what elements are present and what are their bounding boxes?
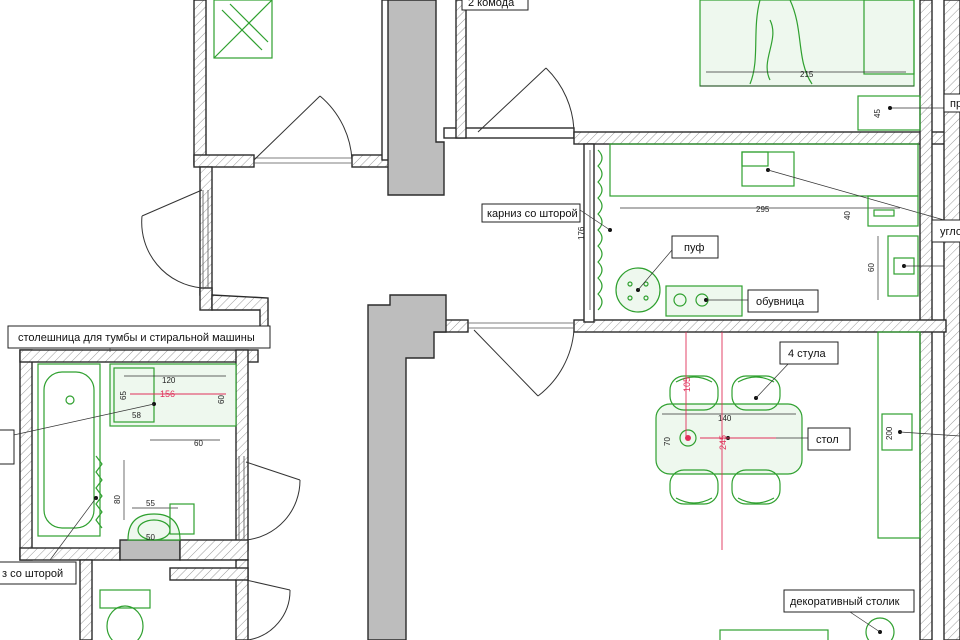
pouf-label-text: пуф: [684, 242, 704, 254]
doors: [141, 67, 575, 640]
bathtub: [37, 363, 103, 561]
right-pr-label: пр: [943, 93, 960, 113]
dim-60b: 60: [217, 395, 226, 404]
right-pr-label-text: пр: [950, 98, 960, 110]
deco-table: [719, 611, 895, 640]
openings: [202, 157, 574, 540]
chairs-label: 4 стула: [779, 341, 839, 365]
red-dim-105: 105: [682, 377, 692, 392]
central-column-top: [387, 0, 445, 196]
curtain-rod-label-text: карниз со шторой: [487, 208, 578, 220]
dim-58: 58: [132, 411, 141, 420]
table-label: стол: [807, 427, 851, 451]
bath-curtain-label: з со шторой: [0, 561, 77, 585]
dim-60a: 60: [867, 263, 876, 272]
shoe-rack-label-text: обувница: [756, 296, 805, 308]
dim-50: 50: [146, 533, 155, 542]
dim-70: 70: [663, 437, 672, 446]
right-corner-label-text: угло: [940, 226, 960, 238]
bath-curtain-label-text: з со шторой: [2, 568, 63, 580]
dim-295: 295: [756, 205, 770, 214]
pouf: [615, 249, 673, 313]
red-dim-156: 156: [160, 389, 175, 399]
red-dimensions: 105 245: [682, 332, 776, 550]
bed: 215: [699, 0, 915, 87]
hall-cabinet: [609, 143, 945, 221]
dim-45: 45: [873, 109, 882, 118]
dim-55: 55: [146, 499, 155, 508]
dim-120: 120: [162, 376, 176, 385]
chairs: [669, 361, 791, 505]
central-column-bottom: [367, 294, 447, 640]
right-corner-label: угло: [931, 219, 960, 243]
walls: [19, 0, 960, 640]
sideboard: 200: [877, 331, 960, 539]
red-dim-245: 245: [718, 435, 728, 450]
shoe-rack-label: обувница: [747, 289, 819, 313]
commode-label-text: 2 комода: [468, 0, 515, 9]
bathroom-dims: 60 80 55: [113, 439, 220, 520]
dim-140: 140: [718, 414, 732, 423]
table-label-text: стол: [816, 434, 839, 446]
left-edge-box: [0, 429, 15, 465]
dim-40: 40: [843, 211, 852, 220]
deco-table-label-text: декоративный столик: [790, 596, 900, 608]
dim-80: 80: [113, 495, 122, 504]
curtain-rod-label: карниз со шторой: [481, 203, 581, 223]
sink: 50: [127, 503, 195, 542]
wardrobe-top-left: [213, 0, 273, 59]
dim-200: 200: [885, 426, 894, 440]
dining-table: 140 70: [655, 403, 808, 475]
pouf-label: пуф: [671, 235, 719, 259]
dim-60c: 60: [194, 439, 203, 448]
hall-dims: 295 176 40 60: [577, 150, 900, 310]
nightstand: 45: [857, 95, 944, 131]
countertop-label-text: столешница для тумбы и стиральной машины: [18, 332, 255, 344]
toilet: [99, 589, 151, 640]
bathroom-countertop-label: столешница для тумбы и стиральной машины: [7, 325, 271, 352]
small-shelf-right: [867, 195, 944, 297]
chairs-label-text: 4 стула: [788, 348, 827, 360]
commode-label: 2 комода: [461, 0, 529, 11]
countertop: 120 65 58 60 156: [0, 363, 237, 439]
dim-215: 215: [800, 70, 814, 79]
shoe-rack: [665, 285, 748, 317]
dim-65: 65: [119, 391, 128, 400]
dim-176: 176: [577, 226, 586, 240]
curtain: [579, 149, 612, 311]
deco-table-label: декоративный столик: [783, 589, 915, 613]
